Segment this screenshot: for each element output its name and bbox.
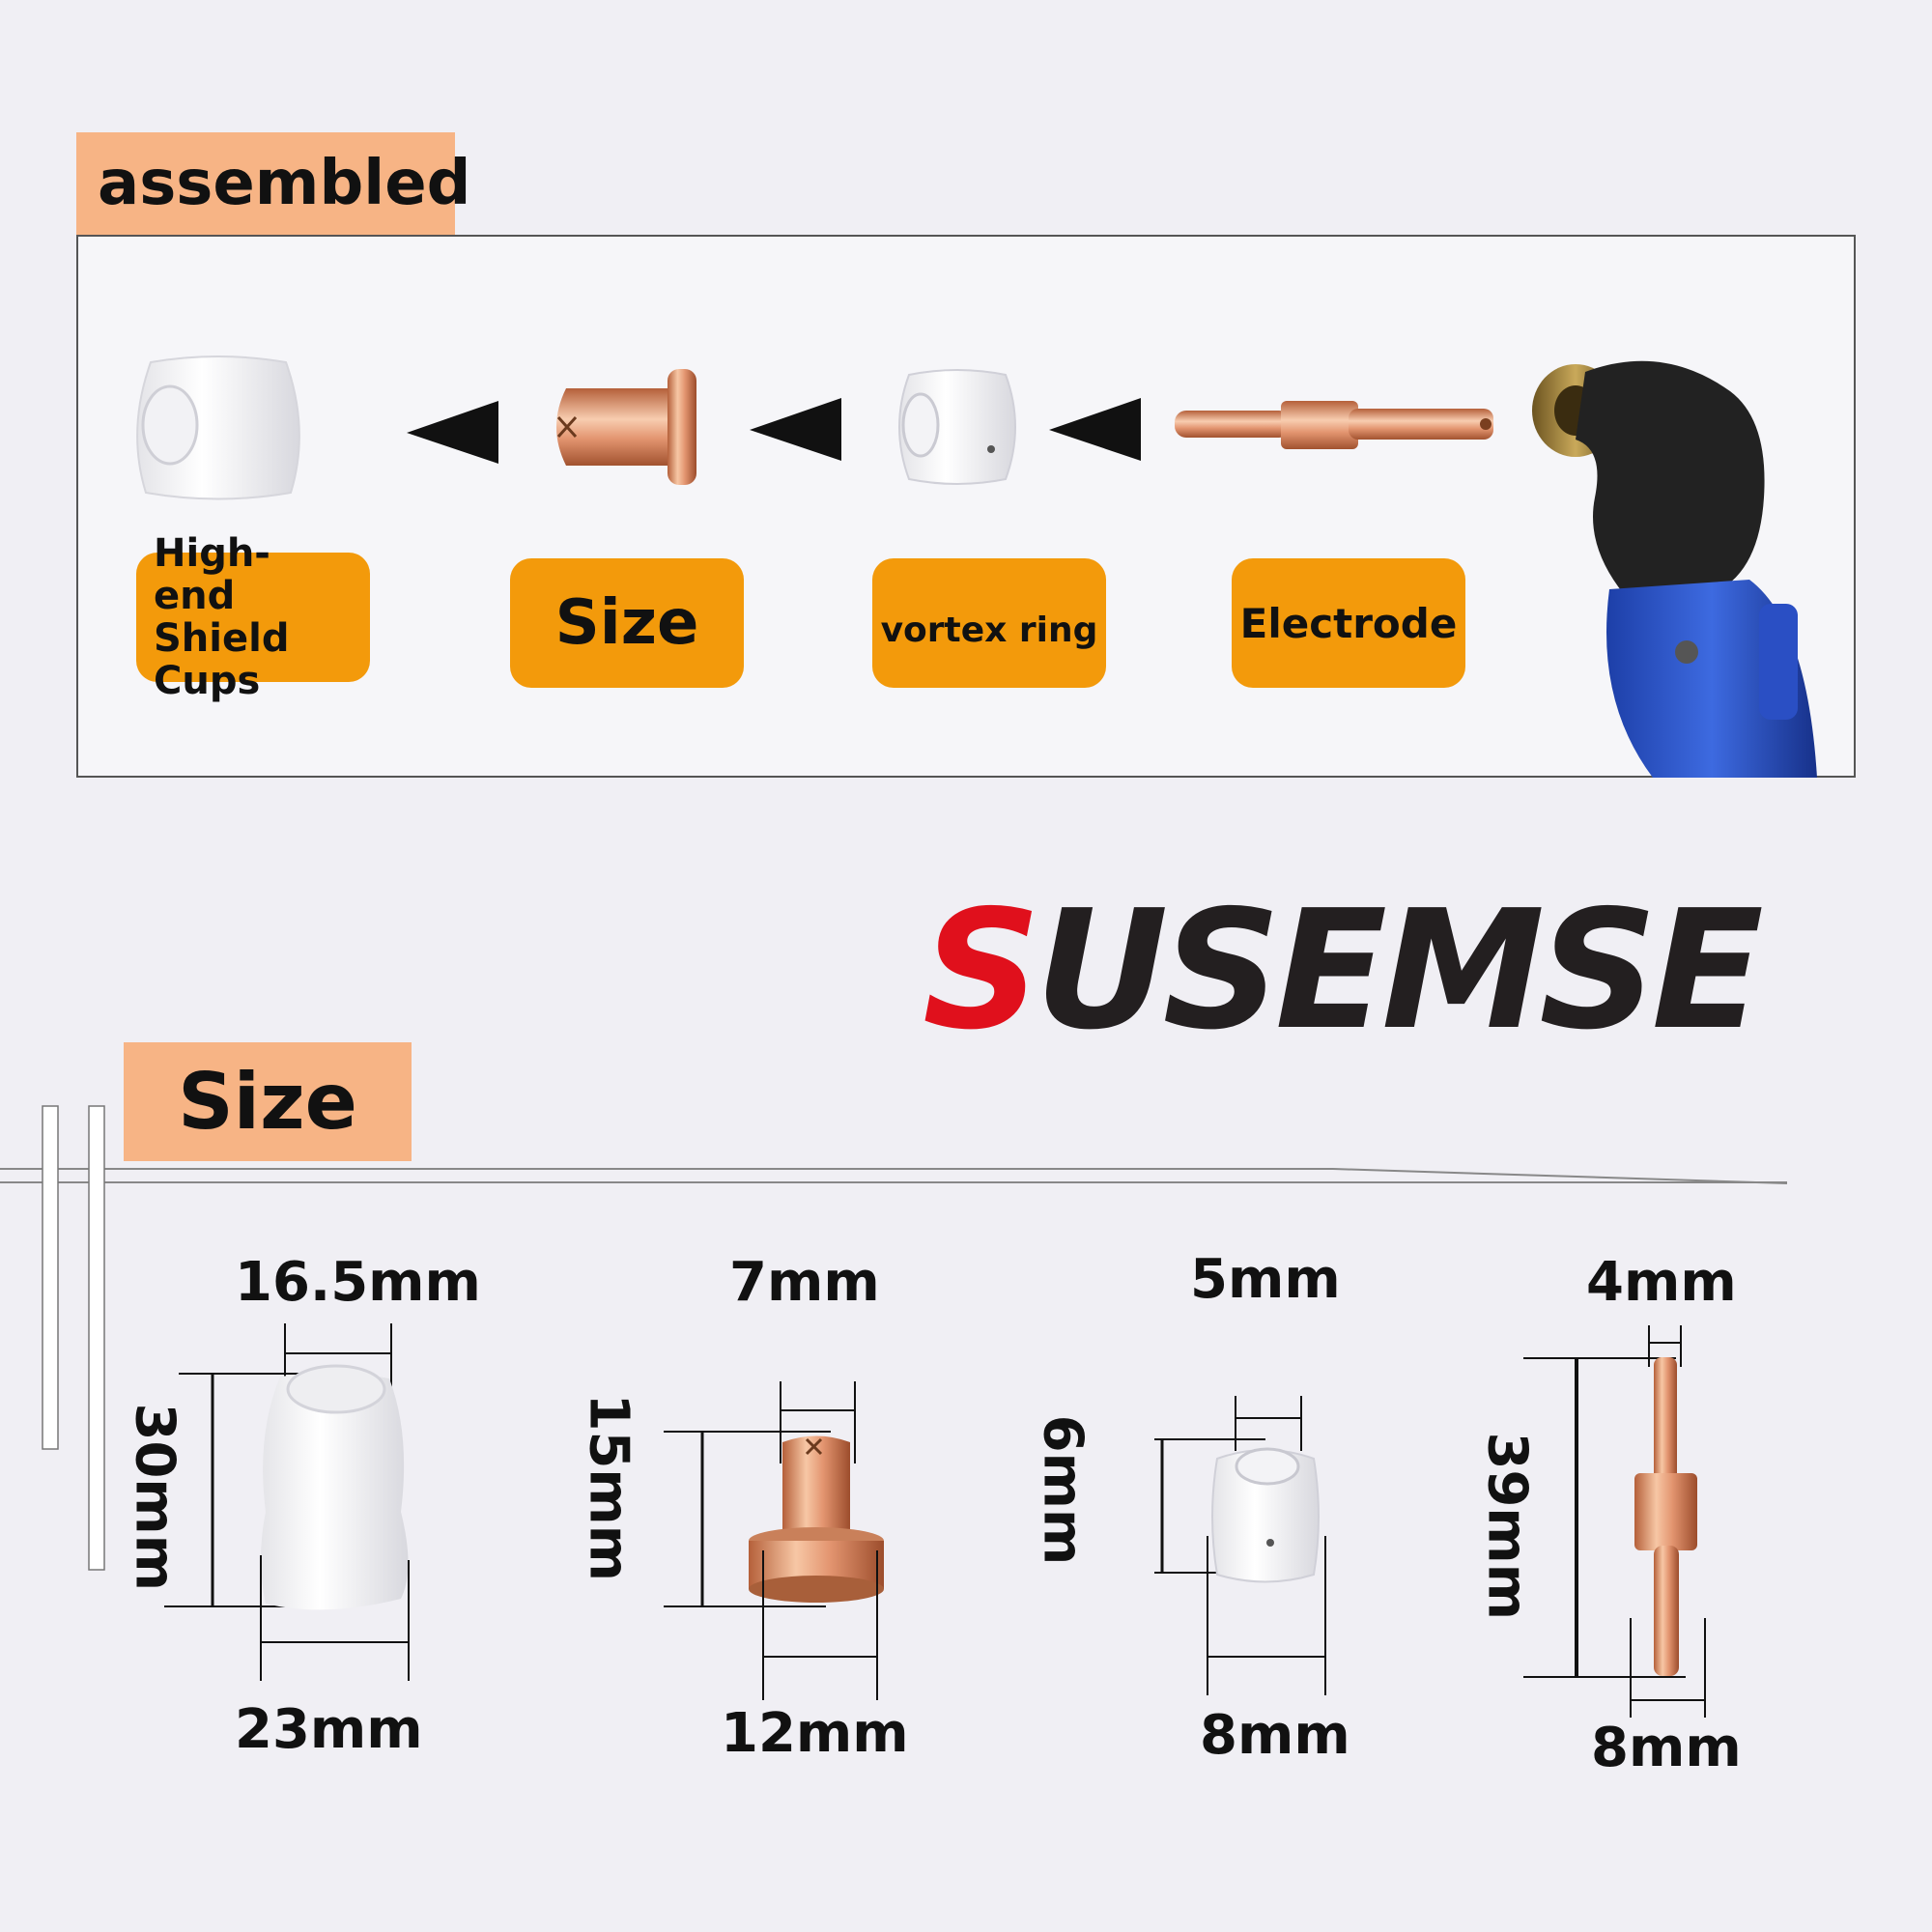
brand-logo: SUSEMSE: [923, 889, 1764, 1053]
vortex-ring-image: [898, 369, 1016, 485]
tip-label-text: Size: [554, 587, 699, 659]
size-title: Size: [178, 1057, 357, 1147]
assembled-panel: High-end Shield Cups Size vortex ring El…: [76, 235, 1856, 778]
brand-logo-initial: S: [923, 875, 1040, 1066]
tip-label: Size: [510, 558, 744, 688]
shield-cup-diagram: [164, 1323, 410, 1681]
tip-height: 15mm: [577, 1393, 640, 1582]
assembled-title-tag: assembled: [76, 132, 470, 235]
shield-cup-label: High-end Shield Cups: [136, 532, 370, 702]
electrode-image: [1175, 401, 1493, 449]
tip-width-bottom: 12mm: [721, 1702, 909, 1765]
vortex-ring-width-bottom: 8mm: [1200, 1704, 1350, 1767]
decorative-lines: [0, 1105, 1788, 1571]
arrow-left-icon: [407, 401, 498, 464]
vortex-ring-diagram: [1154, 1396, 1326, 1695]
brand-logo-rest: USEMSE: [1035, 875, 1763, 1066]
vortex-ring-label: vortex ring: [872, 558, 1106, 688]
arrow-left-icon: [750, 398, 841, 461]
arrow-left-icon: [1049, 398, 1141, 461]
electrode-diagram: [1523, 1325, 1706, 1718]
shield-cup-label-text: High-end Shield Cups: [154, 531, 290, 703]
tip-diagram: [664, 1381, 884, 1700]
electrode-width-bottom: 8mm: [1591, 1717, 1742, 1779]
size-title-tag: Size: [124, 1042, 412, 1161]
assembled-title: assembled: [98, 148, 471, 219]
electrode-width-top: 4mm: [1586, 1251, 1737, 1314]
tip-width-top: 7mm: [729, 1251, 880, 1314]
shield-cup-image: [136, 355, 300, 500]
shield-cup-width-bottom: 23mm: [235, 1698, 423, 1761]
shield-cup-width-top: 16.5mm: [235, 1251, 481, 1314]
vortex-ring-width-top: 5mm: [1190, 1248, 1341, 1311]
plasma-torch-image: [1532, 360, 1817, 778]
vortex-ring-height: 6mm: [1031, 1414, 1094, 1566]
vortex-ring-label-text: vortex ring: [880, 610, 1098, 650]
cutting-tip-image: [556, 369, 696, 485]
electrode-label: Electrode: [1232, 558, 1465, 688]
electrode-label-text: Electrode: [1239, 599, 1458, 647]
